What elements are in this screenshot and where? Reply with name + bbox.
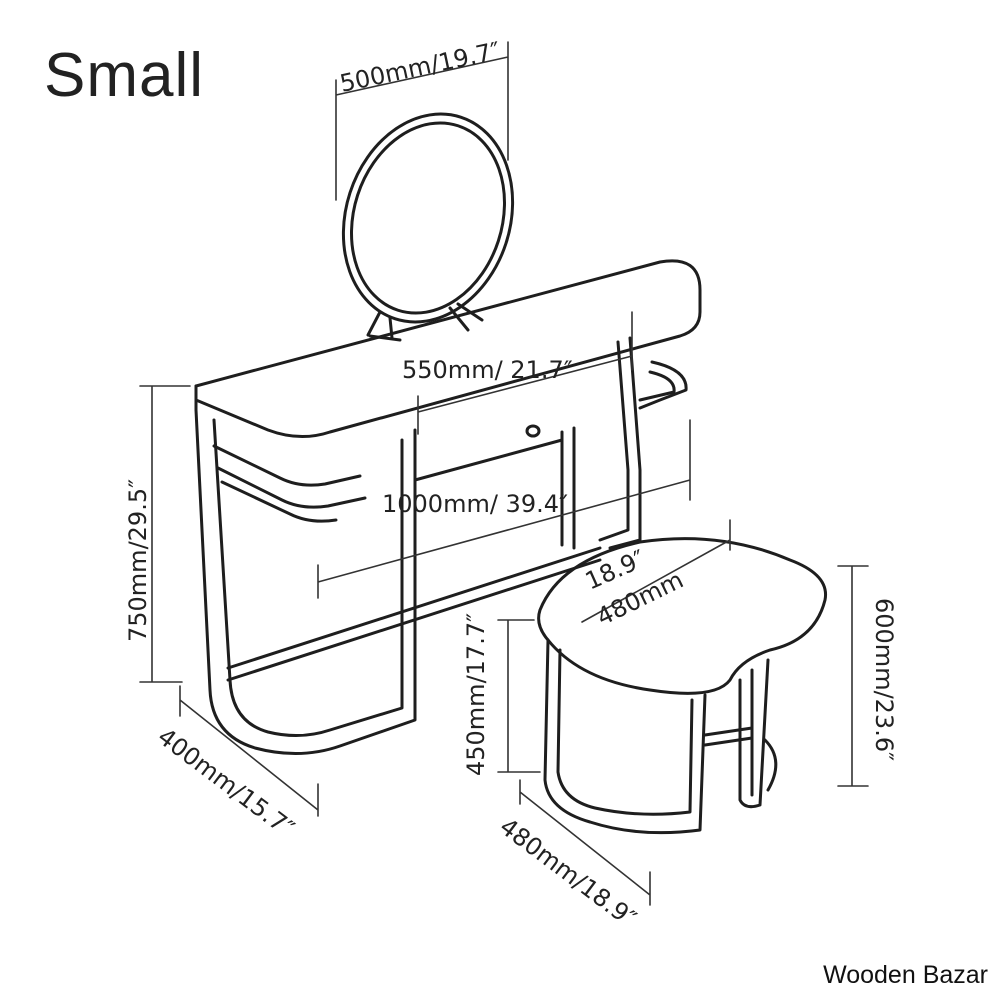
stool-height-label: 600mm/23.6″ [870,598,898,761]
table-height-label: 750mm/29.5″ [124,479,152,642]
table-depth-label: 400mm/15.7″ [152,722,299,843]
vanity-table [194,259,702,755]
mirror-width-label: 500mm/19.7″ [337,37,502,98]
size-title: Small [44,41,205,110]
table-length-label: 1000mm/ 39.4″ [382,490,568,518]
table-top-label: 550mm/ 21.7″ [402,356,573,384]
stool-seat-height-label: 450mm/17.7″ [462,613,490,776]
stool [537,537,828,835]
dimension-lines [139,41,869,906]
round-mirror [341,112,515,342]
brand-watermark: Wooden Bazar [823,961,988,989]
